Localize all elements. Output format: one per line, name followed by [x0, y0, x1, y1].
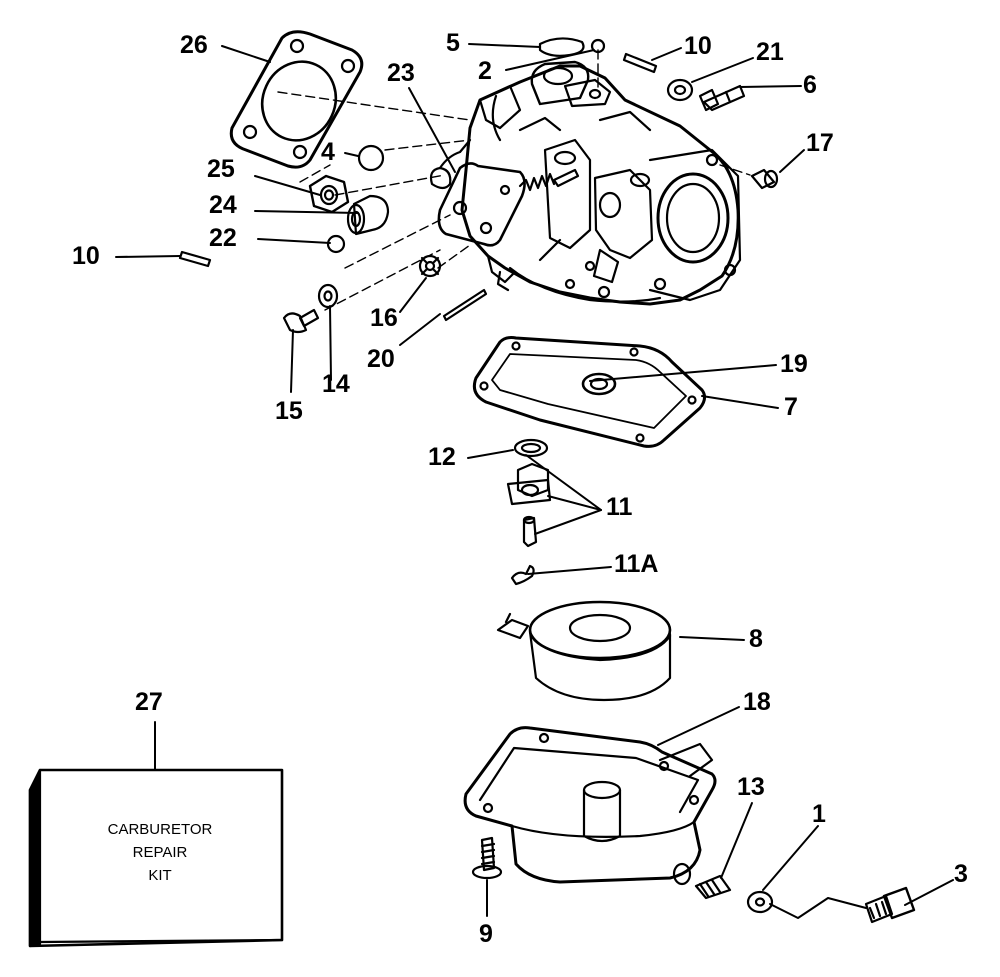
part-18-float-bowl [463, 726, 717, 886]
part-15-screw [282, 308, 320, 334]
part-25-nut [308, 174, 350, 214]
part-26-flange-gasket [229, 30, 364, 169]
leader-1-to-3 [769, 897, 867, 919]
callout-9: 9 [479, 920, 493, 948]
part-10-pin-left [178, 250, 212, 268]
part-27-repair-kit-box [28, 768, 284, 948]
part-12-washer [513, 438, 549, 458]
part-10-pin-top [622, 52, 658, 74]
part-16-star-washer [418, 254, 442, 278]
part-19-grommet [581, 372, 617, 396]
part-8-float [496, 600, 672, 702]
repair-kit-line-1: CARBURETOR [107, 821, 213, 838]
callout-6: 6 [803, 71, 817, 99]
part-9-screw [471, 836, 503, 880]
callout-7: 7 [784, 393, 798, 421]
part-7-bowl-gasket [472, 336, 707, 448]
repair-kit-line-3: KIT [148, 867, 172, 884]
part-11-needle-and-seat [506, 462, 552, 548]
callout-20: 20 [367, 345, 395, 373]
callout-15: 15 [275, 397, 303, 425]
callout-16: 16 [370, 304, 398, 332]
callout-12: 12 [428, 443, 456, 471]
part-22-o-ring [326, 234, 346, 254]
callout-4: 4 [321, 138, 335, 166]
part-11A-clip [510, 564, 535, 586]
callout-11: 11 [606, 493, 633, 521]
callout-21: 21 [756, 38, 784, 66]
part-14-washer [317, 283, 339, 309]
part-1-washer [746, 890, 774, 914]
repair-kit-label: CARBURETOR REPAIR KIT [60, 818, 260, 887]
callout-10-top: 10 [684, 32, 712, 60]
callout-8: 8 [749, 625, 763, 653]
callout-10-left: 10 [72, 242, 100, 270]
part-2-ball [590, 38, 606, 54]
part-24-bushing [346, 194, 390, 236]
callout-19: 19 [780, 350, 808, 378]
part-3-drain-screw [864, 886, 916, 924]
part-21-washer [666, 78, 694, 102]
repair-kit-line-2: REPAIR [132, 844, 188, 861]
callout-13: 13 [737, 773, 765, 801]
part-17-screw [750, 168, 779, 190]
callout-3: 3 [954, 860, 968, 888]
callout-14: 14 [322, 370, 350, 398]
carburetor-body [429, 60, 742, 306]
callout-24: 24 [209, 191, 237, 219]
callout-18: 18 [743, 688, 771, 716]
part-4-plug [357, 144, 385, 172]
callout-22: 22 [209, 224, 237, 252]
callout-1: 1 [812, 800, 826, 828]
callout-27: 27 [135, 688, 163, 716]
callout-17: 17 [806, 129, 834, 157]
part-5-cap [538, 37, 585, 57]
callout-23: 23 [387, 59, 415, 87]
callout-26: 26 [180, 31, 208, 59]
alignment-lines [277, 49, 751, 311]
leader-lines [115, 43, 954, 917]
part-13-plug [694, 874, 732, 900]
part-6-screw [698, 84, 746, 112]
part-20-pin [442, 288, 488, 322]
callout-11A: 11A [614, 550, 659, 578]
callout-25: 25 [207, 155, 235, 183]
callout-2: 2 [478, 57, 492, 85]
callout-5: 5 [446, 29, 460, 57]
